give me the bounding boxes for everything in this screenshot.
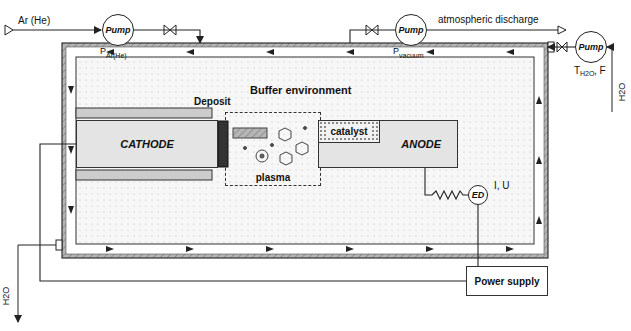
pump-circle: Pump bbox=[395, 14, 427, 46]
exhaust-label: atmospheric discharge bbox=[438, 14, 539, 25]
chamber-box: Buffer environmentCATHODE Deposit plasma AN… bbox=[62, 43, 548, 258]
flow-arrow bbox=[426, 246, 434, 252]
power-supply-box: Power supply bbox=[466, 266, 548, 296]
meter-circle: ED bbox=[468, 185, 488, 205]
flow-arrow bbox=[186, 246, 194, 252]
connector bbox=[134, 30, 200, 43]
flow-arrow bbox=[186, 49, 194, 55]
flow-arrow bbox=[346, 246, 354, 252]
connector bbox=[477, 205, 478, 266]
flow-arrow bbox=[68, 86, 74, 94]
gas-inlet bbox=[12, 30, 101, 31]
cooling-channel bbox=[66, 47, 544, 254]
node-text: Pump bbox=[398, 25, 423, 35]
pressure-subscript: Ar(He) bbox=[106, 52, 127, 60]
connector bbox=[548, 46, 575, 47]
gas-label: Ar (He) bbox=[18, 15, 50, 26]
buffer-volume bbox=[76, 57, 534, 244]
flow-arrow bbox=[506, 246, 514, 252]
pump-circle: Pump bbox=[102, 14, 134, 46]
water-inlet bbox=[607, 47, 612, 112]
chamber-wall bbox=[62, 43, 548, 258]
pump-circle: Pump bbox=[575, 31, 607, 63]
pressure-subscript: vacuum bbox=[399, 52, 424, 60]
flow-arrow bbox=[536, 216, 542, 224]
anode-box: ANODE catalyst bbox=[318, 120, 458, 168]
flow-arrow bbox=[536, 96, 542, 104]
flow-arrow bbox=[266, 246, 274, 252]
flow-arrow bbox=[426, 49, 434, 55]
deposit-block bbox=[218, 121, 228, 167]
node-text: Buffer environment bbox=[250, 84, 351, 96]
flow-arrow bbox=[536, 156, 542, 164]
plasma-zone: plasma bbox=[225, 112, 321, 186]
flow-arrow bbox=[106, 246, 114, 252]
connector bbox=[350, 30, 395, 43]
temperature-symbol: T bbox=[574, 65, 580, 76]
node-text: plasma bbox=[226, 172, 320, 183]
water-label: H2O bbox=[618, 83, 628, 102]
temperature-subscript: H2O bbox=[580, 70, 594, 78]
node-text: Deposit bbox=[194, 96, 246, 107]
deposit-label: Deposit bbox=[194, 96, 246, 109]
node-text: ANODE bbox=[401, 138, 441, 150]
holder-tube bbox=[76, 108, 212, 118]
connector bbox=[425, 168, 468, 199]
plasma-products bbox=[233, 127, 308, 166]
flow-arrow bbox=[68, 206, 74, 214]
flow-arrow bbox=[506, 49, 514, 55]
flow-label: , F bbox=[594, 65, 606, 76]
outlet-fitting bbox=[56, 240, 62, 250]
pressure-symbol: P bbox=[393, 47, 399, 57]
node-text: CATHODE bbox=[120, 138, 174, 150]
flow-arrows bbox=[68, 49, 542, 252]
water-label: H2O bbox=[2, 287, 12, 306]
node-text: catalyst bbox=[328, 126, 369, 137]
pressure-symbol: P bbox=[100, 47, 106, 57]
flow-arrow bbox=[346, 49, 354, 55]
holder-tube bbox=[76, 170, 212, 180]
node-text: Pump bbox=[105, 25, 130, 35]
flow-arrow bbox=[266, 49, 274, 55]
flow-arrow bbox=[68, 146, 74, 154]
node-text: Pump bbox=[578, 42, 603, 52]
node-text: Power supply bbox=[474, 276, 539, 287]
inlet-symbol bbox=[5, 25, 13, 35]
exhaust-line bbox=[427, 30, 566, 31]
node-text: ED bbox=[472, 190, 485, 200]
catalyst-box: catalyst bbox=[318, 120, 380, 143]
cathode-box: CATHODE bbox=[76, 120, 218, 168]
signal-label: I, U bbox=[494, 180, 510, 191]
